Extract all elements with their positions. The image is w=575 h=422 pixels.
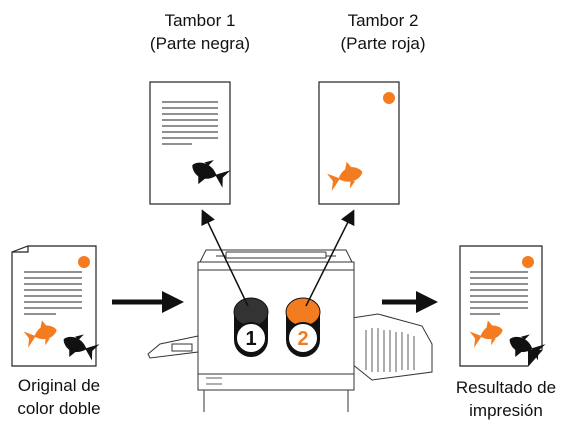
drum2-arrow bbox=[305, 209, 355, 307]
drum1-number: 1 bbox=[245, 328, 256, 350]
drum1-cylinder: 1 bbox=[233, 297, 269, 357]
drum1-label: Tambor 1 (Parte negra) bbox=[120, 9, 280, 55]
drum2-subtitle: (Parte roja) bbox=[340, 34, 426, 53]
arrow-right-icon bbox=[112, 291, 184, 313]
drum1-sheet bbox=[149, 81, 232, 205]
result-line2: impresión bbox=[469, 401, 543, 420]
original-document bbox=[11, 245, 101, 367]
drum2-title: Tambor 2 bbox=[347, 11, 419, 30]
result-document bbox=[459, 245, 547, 367]
drum2-cylinder: 2 bbox=[285, 297, 321, 357]
arrow-right-icon bbox=[382, 291, 438, 313]
dot-icon bbox=[522, 256, 534, 268]
dot-icon bbox=[383, 92, 395, 104]
drum2-label: Tambor 2 (Parte roja) bbox=[303, 9, 463, 55]
drum1-subtitle: (Parte negra) bbox=[149, 34, 251, 53]
printer-machine-icon bbox=[147, 249, 433, 412]
dot-icon bbox=[78, 256, 90, 268]
result-line1: Resultado de bbox=[455, 378, 557, 397]
drum2-number: 2 bbox=[297, 328, 308, 350]
result-label: Resultado de impresión bbox=[437, 376, 575, 422]
drum1-arrow bbox=[201, 209, 249, 307]
original-line1: Original de bbox=[17, 376, 101, 395]
drum1-title: Tambor 1 bbox=[164, 11, 236, 30]
original-label: Original de color doble bbox=[0, 374, 124, 420]
original-line2: color doble bbox=[17, 399, 101, 418]
drum2-sheet bbox=[318, 81, 400, 205]
